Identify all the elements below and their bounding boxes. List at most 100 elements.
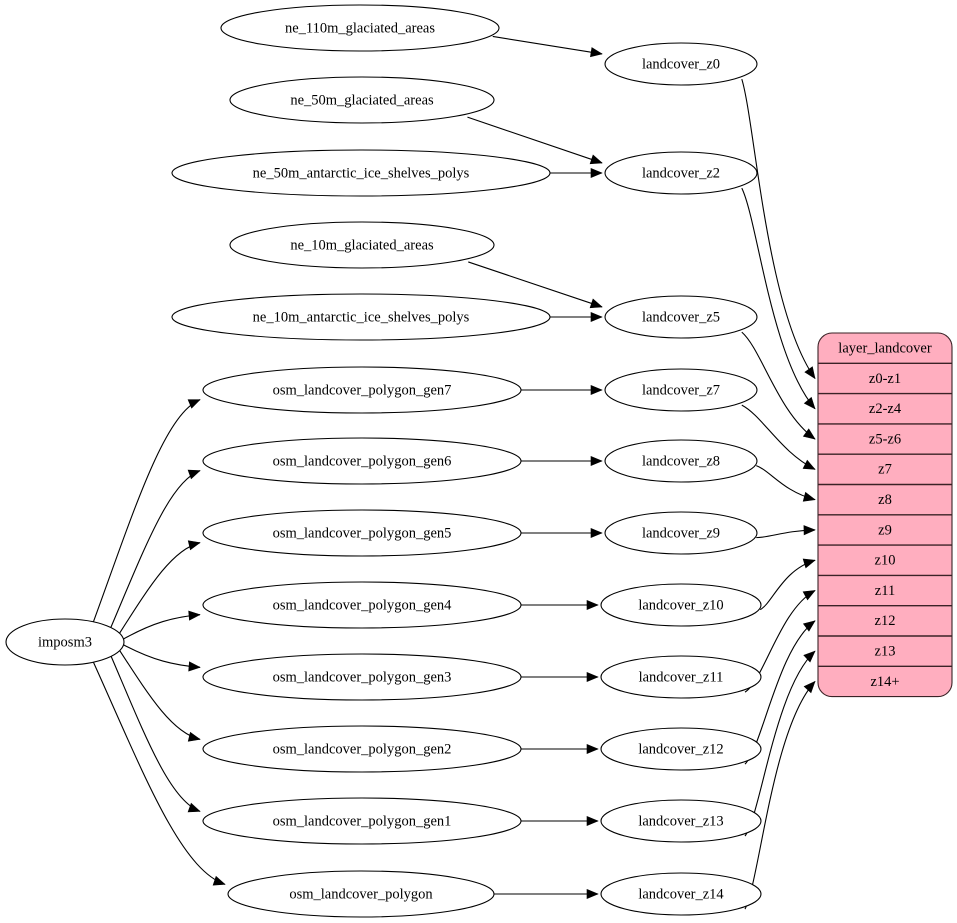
node-ellipse [604, 42, 758, 86]
edge-landcover_z10-to-layer_landcover-z10 [759, 559, 816, 611]
node-label: landcover_z14 [638, 886, 724, 902]
node-ellipse [202, 366, 522, 414]
node-ne_10m_glaciated_areas[interactable]: ne_10m_glaciated_areas [229, 221, 495, 269]
table-row-z5-z6[interactable]: z5-z6 [869, 431, 901, 447]
node-label: ne_10m_antarctic_ice_shelves_polys [253, 309, 470, 325]
node-ellipse [604, 511, 758, 555]
edge-arrowhead [590, 384, 603, 396]
node-ellipse [202, 509, 522, 557]
table-row-z10[interactable]: z10 [875, 553, 896, 569]
node-label: osm_landcover_polygon_gen7 [273, 382, 452, 398]
node-osm_landcover_polygon_gen6[interactable]: osm_landcover_polygon_gen6 [202, 437, 522, 485]
edge-imposm3-to-osm_landcover_polygon_gen5 [119, 542, 201, 634]
node-label: landcover_z12 [638, 741, 723, 757]
node-label: landcover_z5 [642, 309, 720, 325]
node-ellipse [604, 151, 758, 195]
node-landcover_z14[interactable]: landcover_z14 [600, 872, 762, 916]
edge-arrowhead [590, 527, 603, 539]
edge-landcover_z5-to-layer_landcover-z5-z6 [741, 331, 816, 440]
edge-imposm3-to-osm_landcover_polygon_gen2 [119, 650, 201, 740]
table-row-z13[interactable]: z13 [875, 643, 896, 659]
node-landcover_z8[interactable]: landcover_z8 [604, 439, 758, 483]
node-label: landcover_z7 [642, 382, 720, 398]
table-row-z8[interactable]: z8 [878, 492, 892, 508]
node-landcover_z13[interactable]: landcover_z13 [600, 799, 762, 843]
node-ne_50m_antarctic_ice_shelves_polys[interactable]: ne_50m_antarctic_ice_shelves_polys [171, 149, 551, 197]
node-ellipse [229, 221, 495, 269]
edge-imposm3-to-osm_landcover_polygon_gen3 [123, 644, 201, 668]
edge-arrowhead [803, 525, 816, 536]
edge-arrowhead [188, 610, 201, 621]
edge-landcover_z7-to-layer_landcover-z7 [741, 404, 816, 470]
node-osm_landcover_polygon_gen5[interactable]: osm_landcover_polygon_gen5 [202, 509, 522, 557]
table-row-z2-z4[interactable]: z2-z4 [869, 401, 902, 417]
table-row-z7[interactable]: z7 [878, 462, 892, 478]
node-label: osm_landcover_polygon_gen5 [273, 525, 452, 541]
node-osm_landcover_polygon_gen7[interactable]: osm_landcover_polygon_gen7 [202, 366, 522, 414]
node-ne_110m_glaciated_areas[interactable]: ne_110m_glaciated_areas [220, 4, 500, 52]
node-ne_50m_glaciated_areas[interactable]: ne_50m_glaciated_areas [229, 76, 495, 124]
edge-arrowhead [212, 875, 226, 886]
node-landcover_z11[interactable]: landcover_z11 [600, 655, 762, 699]
node-label: osm_landcover_polygon_gen1 [273, 813, 452, 829]
node-osm_landcover_polygon[interactable]: osm_landcover_polygon [227, 870, 495, 918]
edge-imposm3-to-osm_landcover_polygon_gen6 [110, 470, 201, 628]
node-osm_landcover_polygon_gen1[interactable]: osm_landcover_polygon_gen1 [202, 797, 522, 845]
node-ellipse [227, 870, 495, 918]
node-imposm3[interactable]: imposm3 [5, 618, 125, 666]
node-landcover_z5[interactable]: landcover_z5 [604, 295, 758, 339]
node-landcover_z9[interactable]: landcover_z9 [604, 511, 758, 555]
edge-landcover_z0-to-layer_landcover-z0-z1 [741, 78, 816, 379]
node-label: osm_landcover_polygon_gen6 [273, 453, 452, 469]
node-landcover_z2[interactable]: landcover_z2 [604, 151, 758, 195]
node-ellipse [604, 368, 758, 412]
node-ne_10m_antarctic_ice_shelves_polys[interactable]: ne_10m_antarctic_ice_shelves_polys [171, 293, 551, 341]
edge-landcover_z14-to-layer_landcover-z14- [744, 681, 816, 910]
edge-landcover_z2-to-layer_landcover-z2-z4 [741, 187, 816, 410]
node-label: osm_landcover_polygon [289, 886, 433, 902]
edge-arrowhead [187, 802, 201, 813]
table-row-z11[interactable]: z11 [875, 583, 895, 599]
node-landcover_z7[interactable]: landcover_z7 [604, 368, 758, 412]
node-ellipse [171, 149, 551, 197]
node-landcover_z12[interactable]: landcover_z12 [600, 727, 762, 771]
node-ellipse [604, 439, 758, 483]
edge-arrowhead [187, 469, 201, 480]
edge-arrowhead [803, 396, 816, 410]
node-ellipse [600, 655, 762, 699]
edge-imposm3-to-osm_landcover_polygon [93, 662, 226, 885]
edge-arrowhead [586, 599, 599, 611]
edge-ne_50m_glaciated_areas-to-landcover_z2 [467, 116, 603, 164]
edge-arrowhead [187, 731, 201, 742]
edge-arrowhead [803, 680, 816, 694]
node-osm_landcover_polygon_gen3[interactable]: osm_landcover_polygon_gen3 [202, 653, 522, 701]
edge-arrowhead [586, 671, 599, 683]
edge-arrowhead [187, 399, 201, 409]
edge-arrowhead [586, 888, 599, 900]
node-osm_landcover_polygon_gen4[interactable]: osm_landcover_polygon_gen4 [202, 581, 522, 629]
node-ellipse [202, 653, 522, 701]
node-landcover_z0[interactable]: landcover_z0 [604, 42, 758, 86]
node-ellipse [604, 295, 758, 339]
node-osm_landcover_polygon_gen2[interactable]: osm_landcover_polygon_gen2 [202, 725, 522, 773]
node-ellipse [229, 76, 495, 124]
edge-arrowhead [589, 298, 603, 309]
node-ellipse [600, 872, 762, 916]
node-label: landcover_z9 [642, 525, 720, 541]
node-ellipse [5, 618, 125, 666]
edge-arrowhead [586, 815, 599, 827]
node-label: landcover_z8 [642, 453, 720, 469]
node-ellipse [202, 581, 522, 629]
table-row-z12[interactable]: z12 [875, 613, 896, 629]
node-label: osm_landcover_polygon_gen2 [273, 741, 452, 757]
edge-arrowhead [802, 491, 816, 502]
node-landcover_z10[interactable]: landcover_z10 [600, 583, 762, 627]
edge-arrowhead [589, 154, 603, 165]
node-ellipse [600, 583, 762, 627]
edge-arrowhead [804, 366, 816, 380]
table-row-z0-z1[interactable]: z0-z1 [869, 371, 901, 387]
table-row-z9[interactable]: z9 [878, 522, 892, 538]
table-row-z14+[interactable]: z14+ [870, 674, 899, 690]
